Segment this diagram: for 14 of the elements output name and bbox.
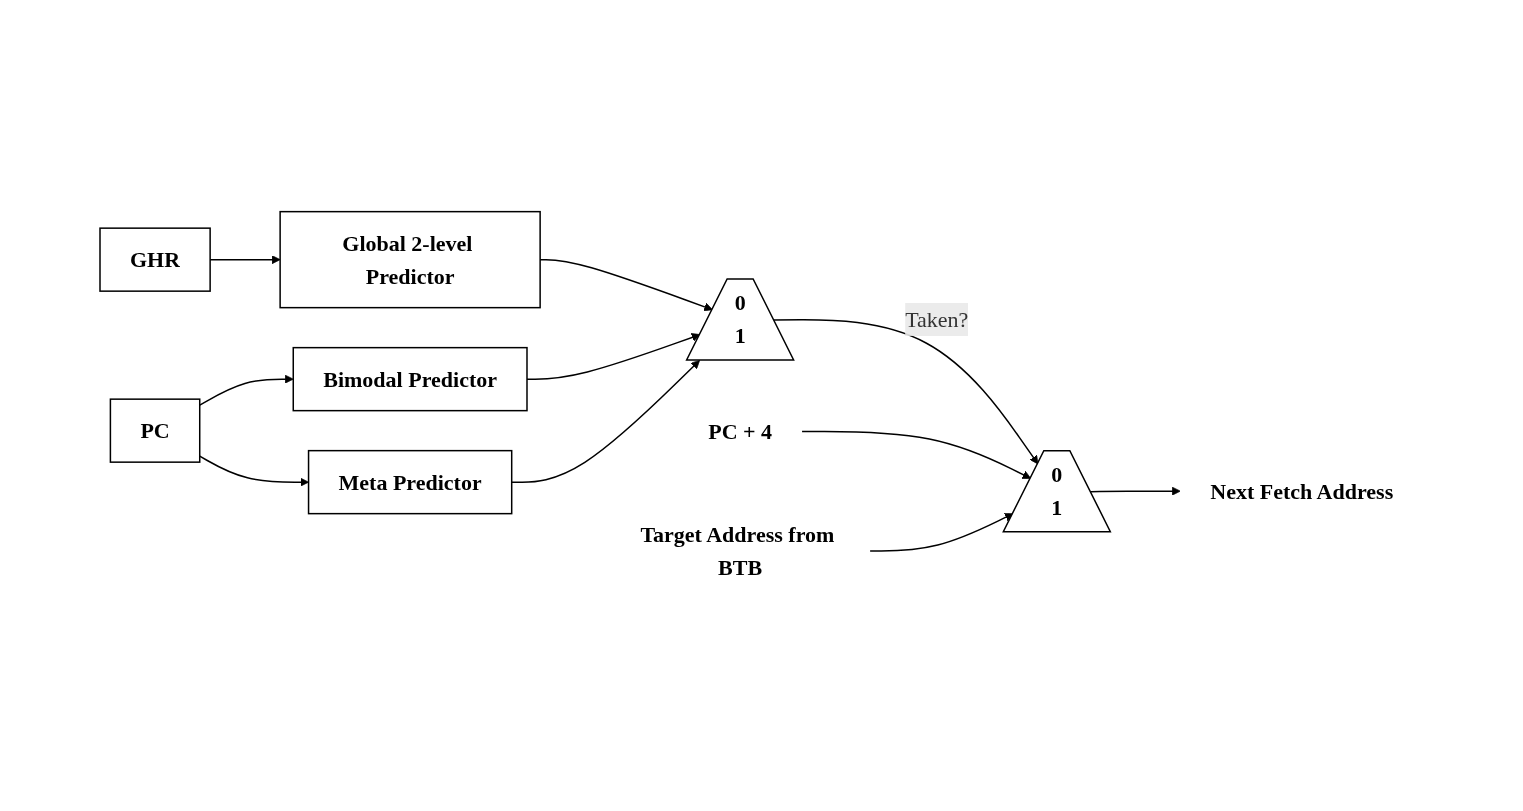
arrow <box>773 319 1039 465</box>
node-text: Target Address from BTB <box>640 522 835 581</box>
node-box: Bimodal Predictor <box>292 347 528 412</box>
node-text: Next Fetch Address <box>1210 478 1394 504</box>
arrow <box>526 333 701 381</box>
node-box: Global 2-level Predictor <box>279 211 541 309</box>
arrow <box>1089 486 1181 496</box>
arrow <box>869 513 1014 552</box>
node-box: PC <box>109 398 201 464</box>
node-text: PC + 4 <box>708 419 772 445</box>
arrow <box>801 430 1031 479</box>
node-box: Meta Predictor <box>307 450 513 515</box>
edge-label: Taken? <box>905 307 969 333</box>
node-box: GHR <box>99 227 211 293</box>
